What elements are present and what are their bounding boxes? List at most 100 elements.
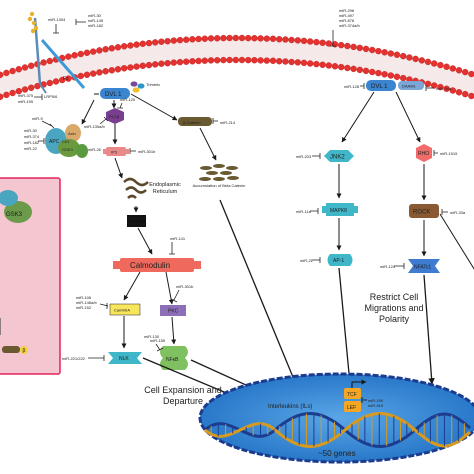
wnt-ligand — [27, 11, 39, 34]
pkc-node: PKC miR-301b — [160, 284, 194, 345]
membrane-lipid-head — [182, 58, 190, 65]
membrane-lipid-head — [151, 39, 159, 46]
membrane-lipid-head — [288, 58, 295, 66]
apc-mir-1: miR-30 — [24, 128, 38, 133]
membrane-lipid-head — [443, 85, 450, 93]
mir-fz-2: miR-145 — [88, 18, 104, 23]
membrane-lipid-head — [269, 57, 277, 64]
mir-right-2: miR-497 — [339, 13, 355, 18]
membrane-lipid-head — [462, 68, 469, 76]
mir-203: miR-203 — [296, 154, 312, 159]
nucleus: Interleukins (ILs) TCF LEF miR-190 miR-5… — [198, 372, 474, 464]
membrane-lipid-head — [313, 38, 320, 46]
membrane-lipid-head — [319, 61, 326, 69]
membrane-lipid-head — [393, 73, 401, 81]
camkii-mir-1: miR-106 — [76, 295, 92, 300]
pink-inset-box: GSK3 β — [0, 177, 61, 375]
membrane-lipid-head — [381, 49, 388, 56]
calcium-box — [127, 215, 146, 227]
membrane-lipid-head — [127, 64, 134, 71]
dna-strand-b — [204, 412, 472, 448]
membrane-lipid-head — [437, 83, 444, 91]
membrane-lipid-head — [102, 46, 109, 53]
camkii-mir-2: miR-146a/b — [76, 300, 97, 305]
gsk3-label: GSK3 — [62, 147, 73, 152]
membrane-lipid-head — [133, 63, 140, 70]
membrane-lipid-head — [344, 42, 351, 50]
mir-fz-1: miR-30 — [88, 13, 102, 18]
membrane-lipid-head — [46, 79, 53, 87]
membrane-lipid-head — [232, 34, 240, 42]
membrane-lipid-head — [226, 56, 233, 64]
mir-120: miR-120 — [120, 97, 136, 102]
membrane-lipid-head — [114, 66, 122, 73]
membrane-lipid-head — [139, 62, 147, 70]
membrane-lipid-head — [0, 71, 4, 78]
nfatc1-node: NFATc1 miR-124 — [380, 259, 440, 385]
ck1-label: CK1 — [62, 139, 71, 144]
membrane-lipid-head — [276, 58, 283, 65]
restrict-label-fo: Restrict Cell Migrations and Polarity — [364, 292, 423, 324]
membrane-lipid-head — [276, 36, 283, 43]
ap1-node: AP-1 miR-21 — [300, 254, 353, 385]
membrane-lipid-head — [133, 41, 140, 48]
plc-branch: PLCβ miR-120 miR-135a/b IP3 miR-301b — [84, 97, 156, 179]
tcf-mir-1: miR-190 — [368, 398, 384, 403]
membrane-lipid-head — [412, 55, 419, 63]
nfatc1-label: NFATc1 — [414, 265, 431, 271]
membrane-lipid-head — [226, 34, 233, 42]
nlk-label: NLK — [119, 356, 129, 362]
mir-221-222: miR-221/222 — [62, 356, 86, 361]
membrane-lipid-head — [9, 89, 16, 97]
axin-label: Axin — [68, 131, 76, 136]
membrane-lipid-head — [325, 40, 332, 47]
mir-26: miR-26 — [88, 147, 102, 152]
membrane-lipid-head — [3, 69, 10, 77]
lrp-label: LRP5/6 — [44, 94, 58, 99]
membrane-lipid-head — [288, 36, 295, 44]
lrp-mir-2: miR-195 — [18, 99, 34, 104]
membrane-core — [0, 38, 474, 97]
membrane-lipid-head — [158, 60, 165, 67]
mir-301b: miR-301b — [138, 149, 156, 154]
dvl-left: DVL 1 — [100, 88, 130, 99]
membrane-lipid-head — [120, 65, 128, 72]
membrane-lipid-head — [350, 43, 357, 51]
beta-accumulation-fo: Accumulation of Beta Catenin — [193, 183, 246, 188]
mir-141: miR-141 — [170, 236, 186, 241]
membrane-lipid-head — [176, 36, 184, 44]
plcb-shape — [106, 108, 124, 124]
mir-34a: miR-34a — [436, 86, 452, 91]
mapk-node: MAPK8 miR-11a — [296, 203, 358, 251]
membrane-lipid-head — [96, 47, 103, 54]
membrane-lipid-head — [77, 50, 85, 58]
fz-label: Fz — [63, 76, 69, 82]
membrane-lipid-head — [462, 90, 469, 98]
membrane-lipid-head — [164, 60, 171, 67]
mir-21: miR-21 — [300, 258, 314, 263]
membrane-lipid-head — [393, 51, 401, 58]
membrane-lipid-head — [201, 57, 209, 64]
membrane-lipid-head — [89, 48, 97, 55]
membrane-lipid-head — [406, 54, 413, 61]
membrane-lipid-head — [375, 69, 382, 77]
membrane-lipid-head — [300, 59, 308, 67]
dvl-left-label: DVL 1 — [105, 92, 122, 98]
membrane-lipid-head — [449, 87, 456, 94]
nlk-node: NLK miR-221/222 — [62, 352, 142, 364]
membrane-lipid-head — [424, 80, 432, 88]
mir-214: miR-214 — [220, 120, 236, 125]
nfkb-node: NFκB miR-130 miR-155 — [144, 334, 188, 370]
trimeric-label: Trimeric — [146, 82, 160, 87]
membrane-lipid-head — [71, 52, 78, 59]
camkii-mir-3: miR-152 — [76, 305, 92, 310]
jnk-node: JNK2 miR-203 — [296, 150, 354, 199]
membrane-lipid-head — [108, 45, 116, 52]
membrane-lipid-head — [362, 45, 370, 53]
expansion-label: Cell Expansion and Departure — [144, 385, 222, 406]
membrane-lipid-head — [244, 56, 252, 64]
membrane-lipid-head — [238, 34, 246, 42]
membrane-lipid-head — [164, 38, 171, 45]
er-label: Endoplasmic Reticulum — [149, 182, 181, 195]
